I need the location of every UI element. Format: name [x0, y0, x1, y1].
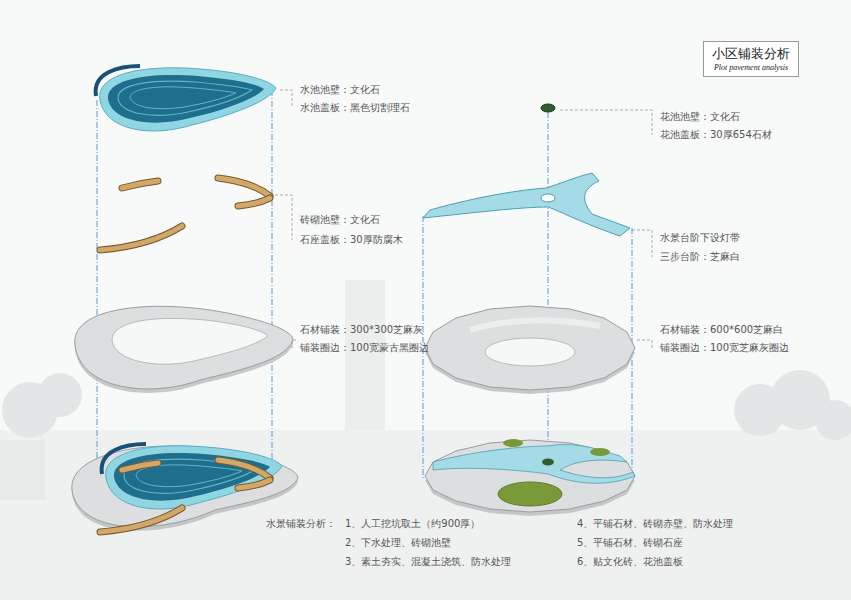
material-label: 石材铺装：600*600芝麻白: [660, 324, 783, 336]
water-steps: [423, 173, 630, 236]
title-box: 小区铺装分析Plot pavement analysis: [703, 41, 799, 77]
material-label: 三步台阶：芝麻白: [660, 251, 740, 263]
material-label: 石材铺装：300*300芝麻灰: [300, 324, 423, 336]
ground: [0, 430, 851, 600]
material-label: 水池池壁：文化石: [300, 84, 380, 96]
material-label: 铺装圈边：100宽芝麻灰圈边: [660, 342, 789, 354]
leader-lines: [275, 90, 652, 348]
paving-slab-left: [75, 306, 293, 393]
note-text: 5、平铺石材、砖砌石座: [577, 537, 683, 549]
subtitle-text: Plot pavement analysis: [712, 62, 790, 73]
note-text: 3、素土夯实、混凝土浇筑、防水处理: [345, 556, 511, 568]
note-text: 6、贴文化砖、花池盖板: [577, 556, 683, 568]
planter-disc: [541, 104, 555, 112]
material-label: 砖砌池壁：文化石: [300, 214, 380, 226]
note-text: 4、平铺石材、砖砌赤壁、防水处理: [577, 518, 733, 530]
material-label: 花池池壁：文化石: [660, 111, 740, 123]
note-text: 2、下水处理、砖砌池壁: [345, 537, 451, 549]
material-label: 石座盖板：30厚防腐木: [300, 234, 403, 246]
material-label: 铺装圈边：100宽蒙古黑圈边: [300, 342, 429, 354]
paving-slab-right: [425, 306, 635, 394]
note-text: 水景铺装分析：: [266, 518, 336, 530]
title-text: 小区铺装分析: [712, 45, 790, 62]
guide-lines: [97, 90, 632, 495]
note-text: 1、人工挖坑取土（约900厚）: [345, 518, 480, 530]
material-label: 花池盖板：30厚654石材: [660, 129, 772, 141]
material-label: 水景台阶下设灯带: [660, 232, 740, 244]
combined-right: [425, 439, 635, 516]
material-label: 水池盖板：黑色切割理石: [300, 102, 410, 114]
combined-left: [72, 444, 298, 532]
